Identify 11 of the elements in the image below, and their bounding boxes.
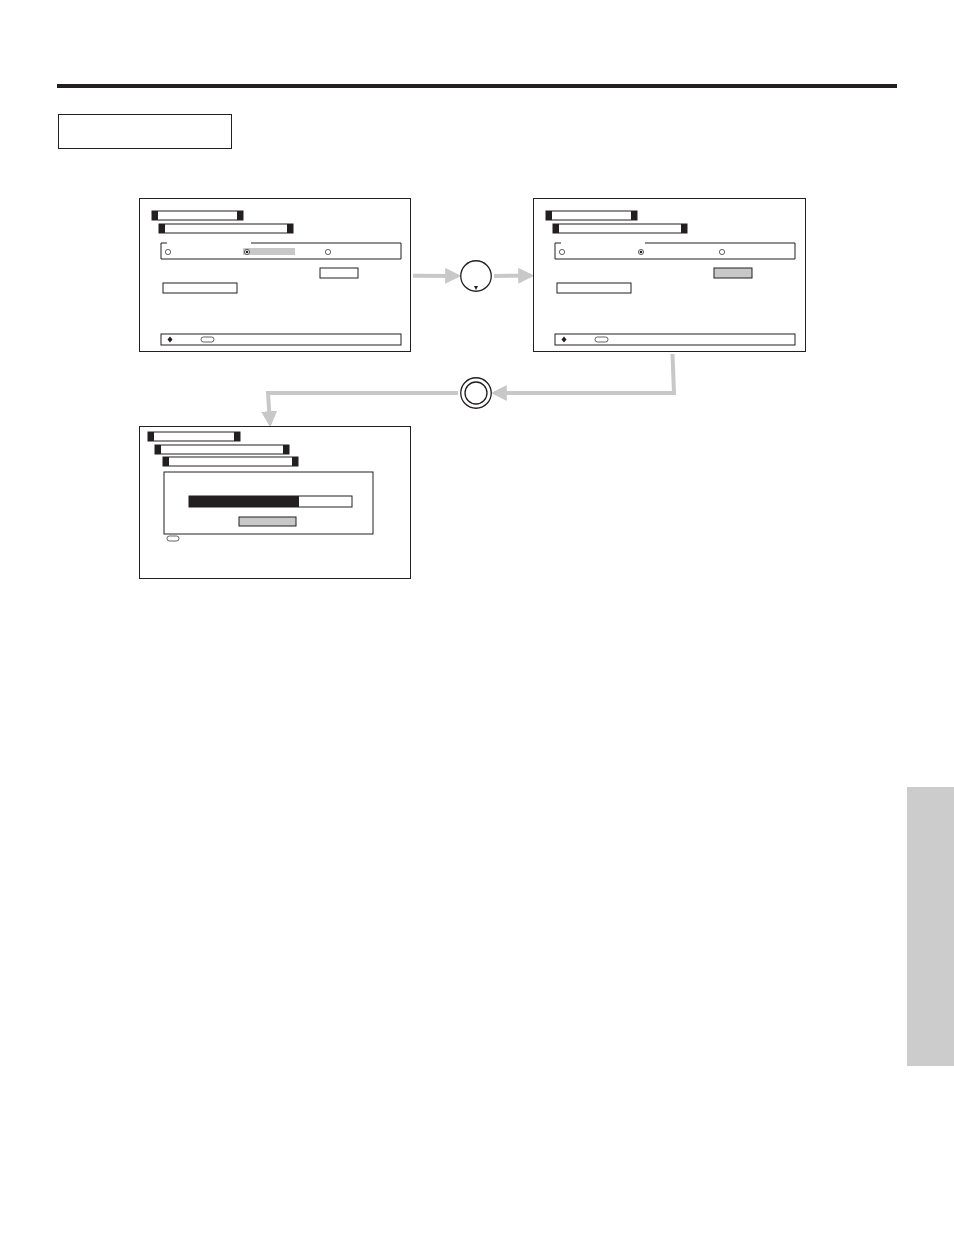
menu-screen-drawing <box>139 198 411 352</box>
side-tab <box>907 787 954 1066</box>
round-button-icon <box>460 377 492 409</box>
progress-screen-drawing <box>139 426 411 579</box>
round-button-icon <box>460 260 492 292</box>
arrow <box>413 267 462 284</box>
menu-screen-drawing <box>533 198 806 352</box>
arrow <box>494 267 535 284</box>
arrow <box>261 391 458 428</box>
heading-box <box>58 114 232 149</box>
arrow <box>490 353 677 401</box>
